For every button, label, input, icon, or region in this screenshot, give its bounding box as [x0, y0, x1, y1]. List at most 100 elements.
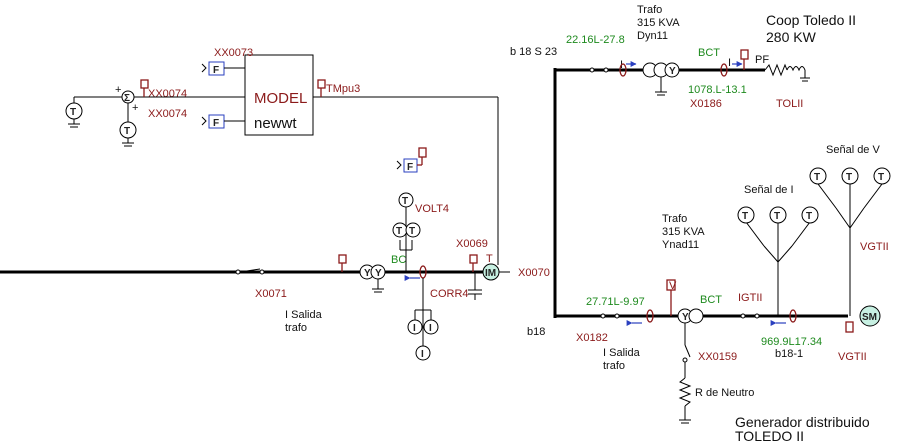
transformer-left[interactable]: Y Y — [359, 264, 386, 293]
t-meter-volt4-l[interactable]: T — [392, 222, 408, 238]
flow-top-right: 1078.L-13.1 — [688, 84, 747, 96]
label-trafo-top: Trafo — [637, 4, 662, 16]
label-trafo-mid: Trafo — [662, 213, 687, 225]
left-feeder: X0071 I Salida trafo Y Y BC CORR4 VOLT4 … — [0, 192, 550, 361]
gen-name: TOLEDO II — [735, 428, 804, 444]
svg-text:Y: Y — [669, 66, 676, 77]
label-xx0159: XX0159 — [698, 351, 737, 363]
probe-v-left[interactable] — [338, 254, 347, 264]
switch-xx0159[interactable] — [682, 344, 691, 363]
model-title: MODEL — [254, 90, 307, 107]
label-x0071: X0071 — [255, 288, 287, 300]
t-meter-volt4-r[interactable]: T — [405, 222, 421, 238]
label-t-switch: T — [486, 253, 493, 265]
label-x0182: X0182 — [576, 332, 608, 344]
svg-text:Y: Y — [364, 268, 371, 279]
f-block-mid[interactable]: F — [201, 114, 245, 129]
svg-text:Y: Y — [682, 312, 689, 323]
label-b18s23: b 18 S 23 — [510, 46, 557, 58]
svg-text:+: + — [115, 84, 121, 96]
label-senal-i: Señal de I — [744, 184, 794, 196]
t-meter-volt4-top[interactable]: T — [398, 192, 414, 208]
sum-junction[interactable] — [121, 90, 135, 104]
coop-kw: 280 KW — [766, 29, 817, 45]
i-meter-l[interactable]: I — [407, 319, 423, 335]
switch-b18-1[interactable] — [740, 313, 760, 319]
probe-v-top[interactable] — [740, 49, 749, 60]
svg-text:Σ: Σ — [124, 93, 130, 104]
svg-text:T: T — [774, 211, 780, 222]
switch-top[interactable] — [589, 67, 609, 73]
label-volt4: VOLT4 — [415, 203, 449, 215]
probe-v-cap[interactable] — [469, 254, 478, 264]
label-trafo-1: trafo — [285, 322, 307, 334]
svg-text:T: T — [409, 226, 415, 237]
im-machine[interactable]: IM — [482, 263, 500, 281]
label-bc-1: BC — [391, 254, 406, 266]
svg-text:F: F — [407, 162, 413, 173]
label-xx0073: XX0073 — [214, 47, 253, 59]
label-x0069: X0069 — [456, 238, 488, 250]
svg-text:T: T — [124, 126, 130, 137]
label-pf: PF — [755, 54, 769, 66]
i-meter-r[interactable]: I — [423, 319, 439, 335]
label-ynad11: Ynad11 — [662, 239, 699, 251]
label-tmpu3: TMpu3 — [326, 83, 360, 95]
svg-text:Y: Y — [375, 268, 382, 279]
sm-generator[interactable]: SM — [859, 305, 881, 327]
f-block-floating[interactable]: F — [396, 147, 427, 173]
switch-x0071[interactable] — [235, 268, 265, 275]
svg-text:F: F — [213, 65, 219, 76]
t-meter-i-1[interactable]: T — [737, 206, 755, 224]
svg-text:I: I — [728, 57, 731, 69]
switch-x0182[interactable] — [600, 313, 620, 319]
t-source-mid[interactable]: T — [119, 121, 137, 147]
probe-v-sum[interactable] — [140, 79, 149, 89]
probe-v-model[interactable] — [317, 79, 326, 89]
label-bct-top: BCT — [698, 47, 720, 59]
label-b18-1: b18-1 — [775, 348, 803, 360]
label-r-neutro: R de Neutro — [695, 387, 754, 399]
label-xx0074-a: XX0074 — [148, 88, 187, 100]
svg-text:T: T — [70, 107, 76, 118]
t-meter-i-2[interactable]: T — [769, 206, 787, 224]
label-x0186: X0186 — [690, 98, 722, 110]
label-corr4: CORR4 — [430, 288, 469, 300]
svg-text:T: T — [396, 226, 402, 237]
current-probe-bottom[interactable] — [646, 309, 654, 323]
current-probe-top-2[interactable] — [720, 63, 728, 77]
label-vgtii-bottom: VGTII — [838, 351, 867, 363]
svg-text:T: T — [846, 172, 852, 183]
svg-text:T: T — [814, 172, 820, 183]
model-block[interactable] — [244, 54, 314, 136]
f-block-top[interactable]: F — [201, 61, 245, 76]
svg-text:T: T — [402, 196, 408, 207]
probe-v-gen[interactable] — [845, 321, 854, 333]
label-kva-mid: 315 KVA — [662, 226, 705, 238]
transformer-bottom[interactable]: Y — [677, 308, 704, 345]
t-meter-v-2[interactable]: T — [841, 167, 859, 185]
neutral-resistor[interactable] — [678, 377, 692, 424]
i-meter-bottom[interactable]: I — [415, 345, 431, 361]
flow-bottom-right: 969.9L17.34 — [761, 336, 822, 348]
current-probe-top[interactable] — [619, 63, 627, 77]
load-coop-toledo[interactable] — [764, 63, 810, 82]
t-meter-v-3[interactable]: T — [873, 167, 891, 185]
label-i-salida-2: I Salida — [603, 347, 641, 359]
t-meter-i-3[interactable]: T — [801, 206, 819, 224]
svg-text:IM: IM — [485, 268, 496, 279]
flow-top-left: 22.16L-27.8 — [566, 34, 625, 46]
svg-text:I: I — [413, 323, 416, 334]
coop-title: Coop Toledo II — [766, 12, 856, 28]
t-source-left[interactable]: T — [65, 97, 83, 128]
label-x0070: X0070 — [518, 267, 550, 279]
current-probe-gen[interactable] — [789, 309, 797, 323]
label-i-salida-1: I Salida — [285, 309, 323, 321]
svg-text:F: F — [213, 118, 219, 129]
t-meter-v-1[interactable]: T — [809, 167, 827, 185]
svg-text:V: V — [669, 280, 677, 292]
svg-text:I: I — [429, 323, 432, 334]
svg-text:T: T — [806, 211, 812, 222]
